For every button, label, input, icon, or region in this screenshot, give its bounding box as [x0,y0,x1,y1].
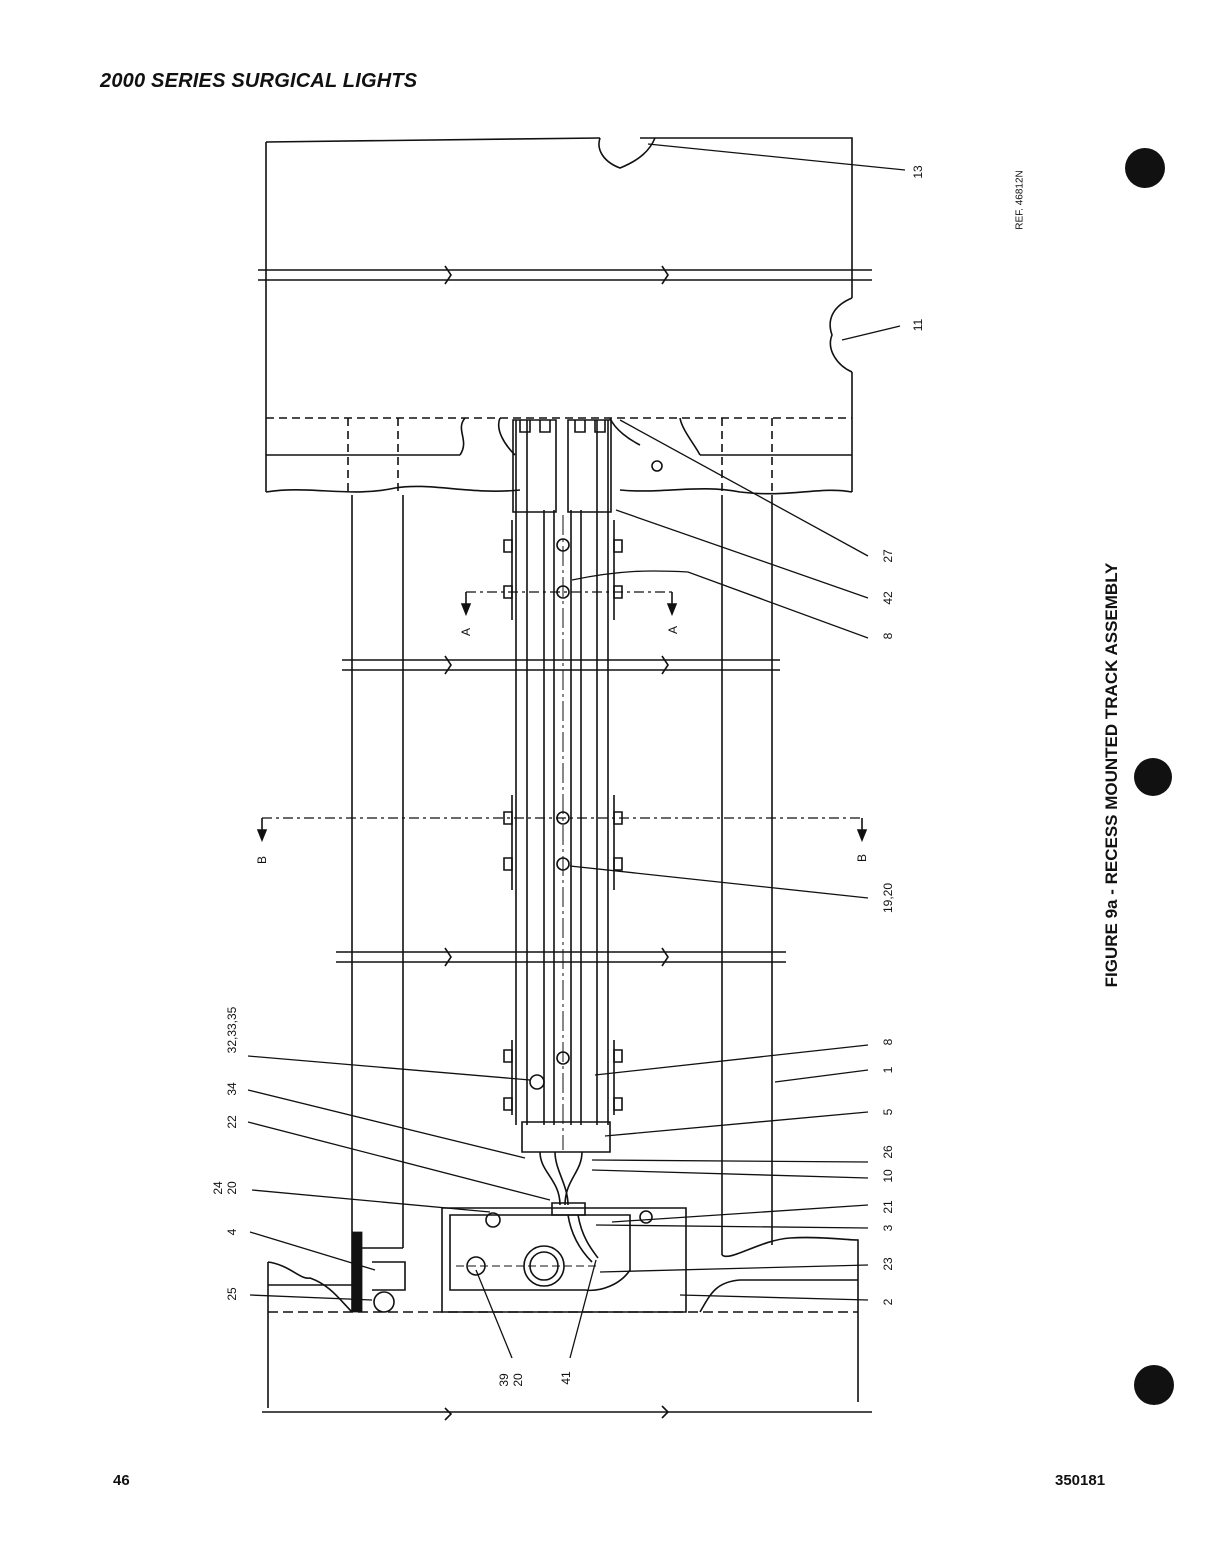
callout-27: 27 [881,549,895,563]
callout-8-upper: 8 [881,632,895,639]
callout-13: 13 [911,165,925,179]
callout-25: 25 [225,1287,239,1301]
callout-39: 39 [497,1373,511,1387]
section-mark-a-right: A [666,626,680,634]
section-mark-b-left: B [255,856,269,864]
callout-5: 5 [881,1108,895,1115]
section-mark-b-right: B [855,854,869,862]
callout-2: 2 [881,1298,895,1305]
leader-lines [248,144,905,1358]
callout-26: 26 [881,1145,895,1159]
callout-34: 34 [225,1082,239,1096]
callout-32-33-35: 32,33,35 [225,1006,239,1053]
callout-22: 22 [225,1115,239,1129]
callout-3: 3 [881,1224,895,1231]
callout-1: 1 [881,1066,895,1073]
callout-41: 41 [559,1371,573,1385]
callout-21: 21 [881,1200,895,1214]
callout-24: 24 [211,1181,225,1195]
callout-19-20: 19,20 [881,883,895,913]
drawing-lines [258,138,872,1420]
callout-11: 11 [911,318,925,331]
callout-23: 23 [881,1257,895,1271]
callout-4: 4 [225,1228,239,1235]
callout-8-lower: 8 [881,1038,895,1045]
callout-20-bottom: 20 [511,1373,525,1387]
section-mark-a-left: A [459,628,473,636]
callout-20-left: 20 [225,1181,239,1195]
callout-42: 42 [881,591,895,605]
callout-10: 10 [881,1169,895,1183]
